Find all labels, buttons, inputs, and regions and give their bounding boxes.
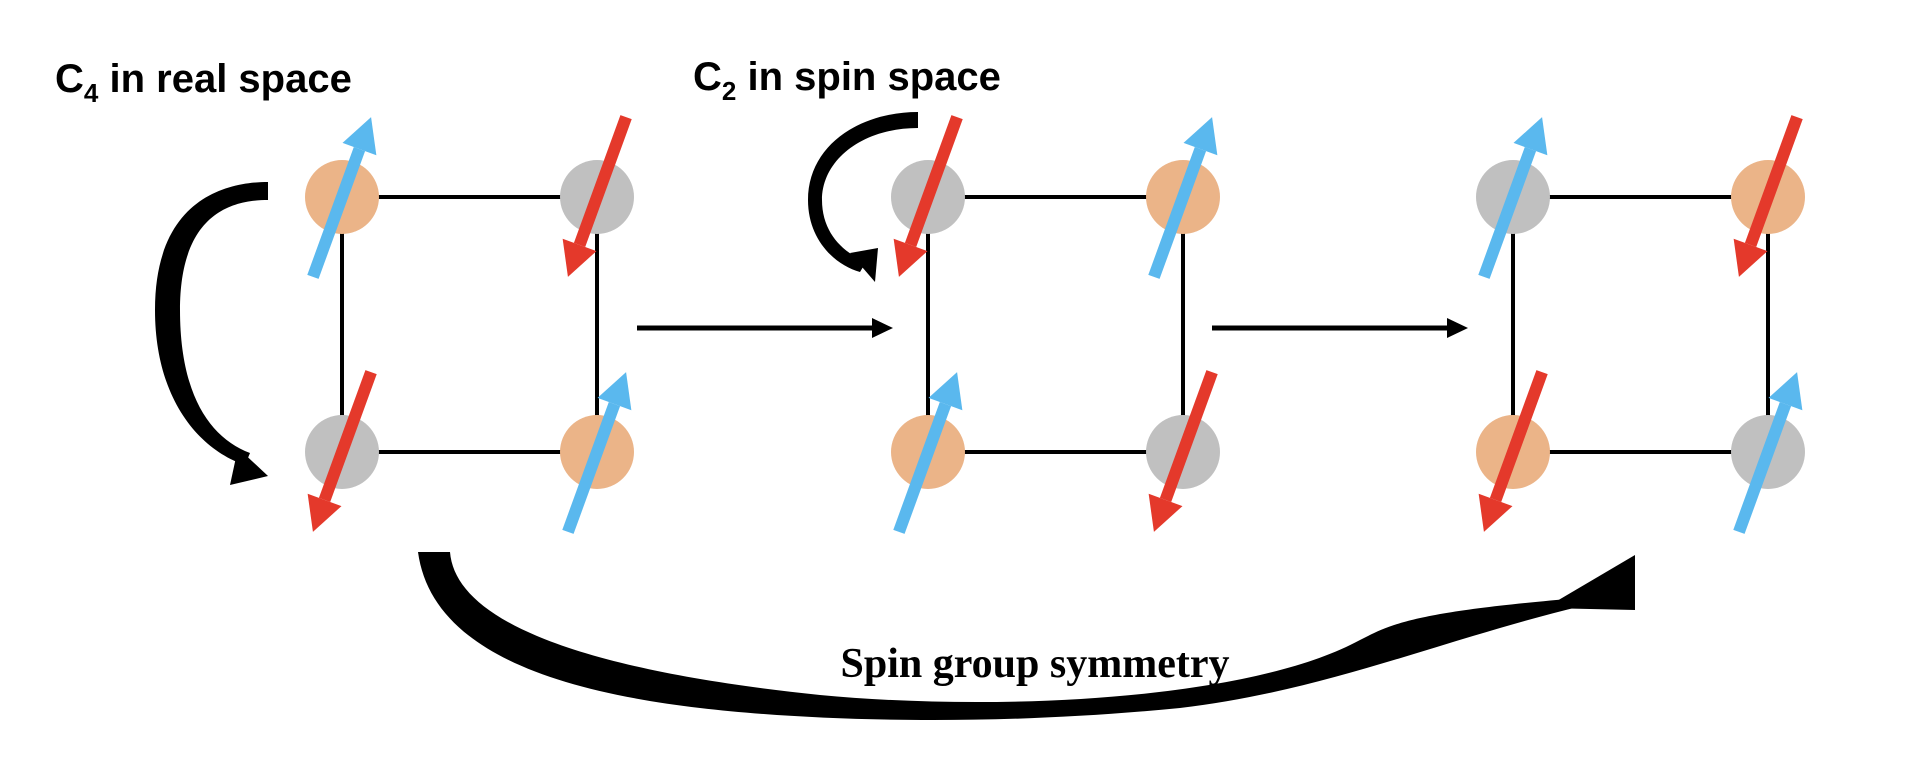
- panel-3-square: [1511, 195, 1770, 454]
- panel-2-spin-bottom-left-head: [928, 372, 963, 411]
- panel-2: [891, 115, 1220, 534]
- panel-3-spin-top-left-head: [1513, 117, 1548, 156]
- panel-2-square: [926, 195, 1185, 454]
- panel-1-square: [340, 195, 599, 454]
- panel-2-spin-top-right-shaft: [1148, 147, 1207, 279]
- panel-1-spin-top-right-head: [562, 238, 597, 277]
- panel-1-spin-bottom-left-head: [307, 493, 342, 532]
- c4-label: C4 in real space: [55, 57, 352, 108]
- panel-1-spin-bottom-left-shaft: [318, 370, 377, 502]
- c4-rotation-arrow: [155, 182, 268, 485]
- panel-1-spin-top-right-shaft: [573, 115, 632, 247]
- panel-3-spin-top-right-shaft: [1744, 115, 1803, 247]
- panel-3: [1476, 115, 1805, 534]
- panel-2-spin-bottom-right-head: [1148, 493, 1183, 532]
- panel-1: [305, 115, 634, 534]
- panel-3-spin-top-right-head: [1733, 238, 1768, 277]
- panel-2-spin-top-left-shaft: [904, 115, 963, 247]
- panel-1-spin-bottom-right-head: [597, 372, 632, 411]
- spin-group-symmetry-label: Spin group symmetry: [841, 641, 1230, 687]
- lattice-panels: [305, 115, 1805, 534]
- c2-label: C2 in spin space: [693, 55, 1001, 106]
- spin-group-arrow: [418, 552, 1635, 721]
- panel-3-spin-bottom-left-head: [1478, 493, 1513, 532]
- panel-2-spin-top-right-head: [1183, 117, 1218, 156]
- panel-2-spin-top-left-head: [893, 238, 928, 277]
- panel-1-spin-top-left-head: [342, 117, 377, 156]
- panel-3-spin-bottom-right-head: [1768, 372, 1803, 411]
- panel-2-spin-bottom-right-shaft: [1159, 370, 1218, 502]
- arrow-head-1: [872, 318, 893, 338]
- panel-3-spin-bottom-left-shaft: [1489, 370, 1548, 502]
- arrow-head-2: [1447, 318, 1468, 338]
- c2-rotation-arrow: [808, 112, 918, 282]
- panel-2-spin-bottom-left-shaft: [893, 402, 952, 534]
- panel-1-spin-bottom-right-shaft: [562, 402, 621, 534]
- panel-1-spin-top-left-shaft: [307, 147, 366, 279]
- panel-3-spin-top-left-shaft: [1478, 147, 1537, 279]
- panel-3-spin-bottom-right-shaft: [1733, 402, 1792, 534]
